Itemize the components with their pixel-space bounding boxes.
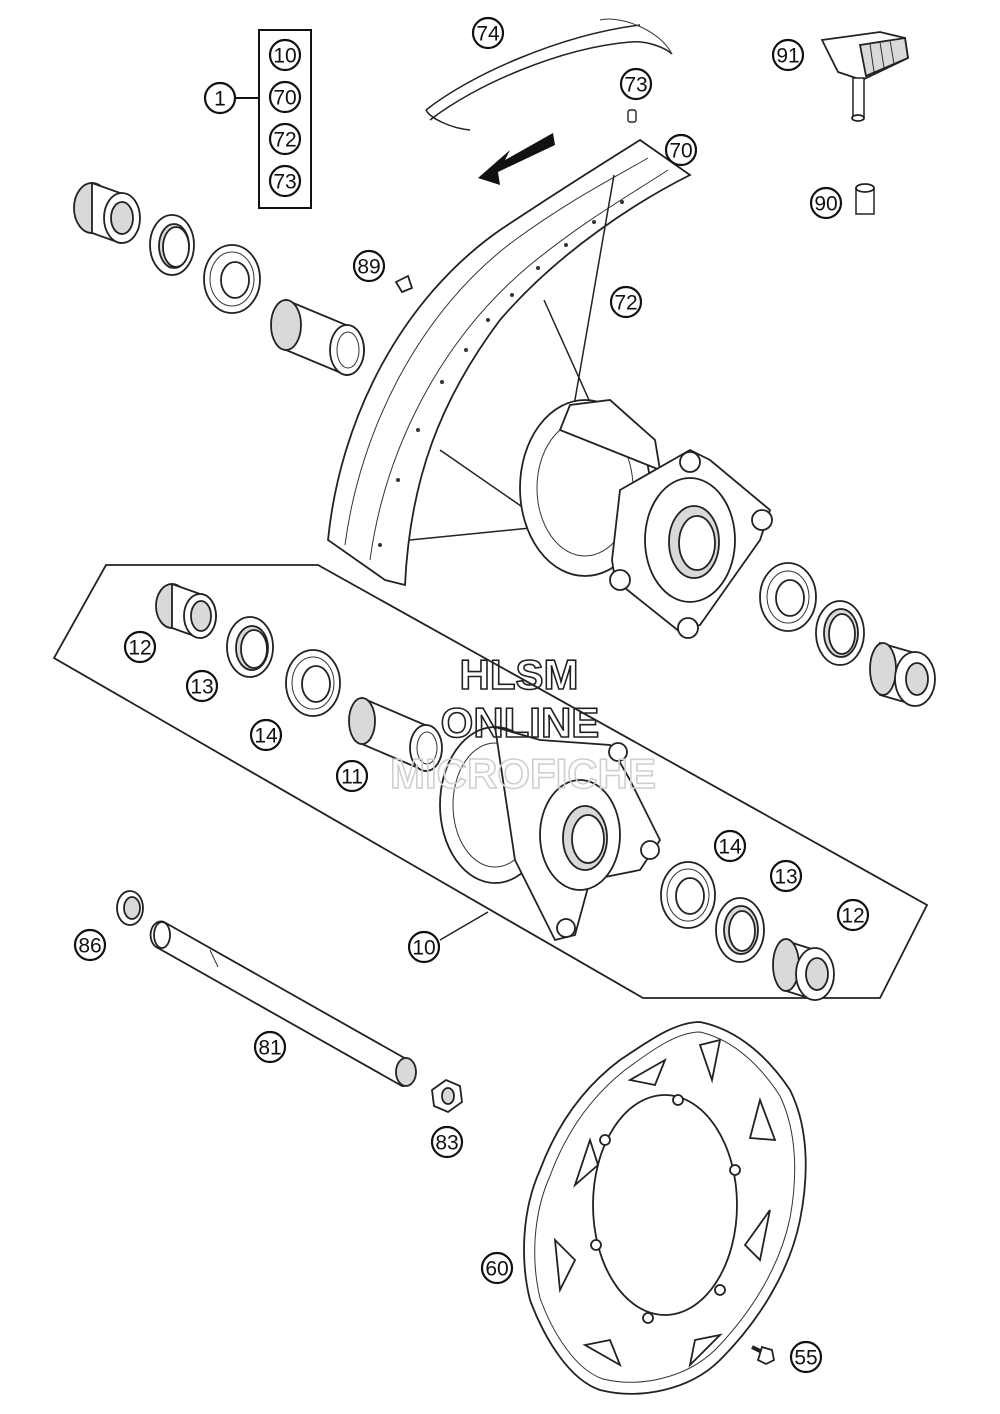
callout-10[interactable]: 10 <box>407 930 441 964</box>
callout-13-left[interactable]: 13 <box>185 669 219 703</box>
front-axle <box>149 920 417 1087</box>
rim-lock <box>820 31 909 122</box>
watermark-line3: MICROFICHE <box>390 750 656 797</box>
callout-90[interactable]: 90 <box>809 186 843 220</box>
callout-81[interactable]: 81 <box>253 1030 287 1064</box>
kit-item-73[interactable]: 73 <box>268 164 302 198</box>
lower-right-bearing-set <box>660 861 835 1001</box>
watermark-line2: ONLINE <box>441 699 600 746</box>
kit-item-10[interactable]: 10 <box>268 38 302 72</box>
rim-lock-nut <box>855 183 875 215</box>
kit-item-70[interactable]: 70 <box>268 80 302 114</box>
callout-73[interactable]: 73 <box>619 67 653 101</box>
callout-12-right[interactable]: 12 <box>836 898 870 932</box>
top-bearing-set <box>73 181 365 376</box>
svg-text:81: 81 <box>258 1037 281 1060</box>
svg-text:72: 72 <box>273 129 296 152</box>
callout-74[interactable]: 74 <box>471 16 505 50</box>
wheel-hub <box>439 725 662 942</box>
svg-text:12: 12 <box>128 637 151 660</box>
kit-box: 10 70 72 73 <box>236 29 312 209</box>
svg-text:60: 60 <box>485 1258 508 1281</box>
svg-text:10: 10 <box>273 45 296 68</box>
axle-spacer <box>116 890 144 926</box>
valve-core <box>627 109 637 123</box>
callout-91[interactable]: 91 <box>771 38 805 72</box>
callout-55[interactable]: 55 <box>789 1340 823 1374</box>
svg-text:83: 83 <box>435 1132 458 1155</box>
callout-83[interactable]: 83 <box>430 1125 464 1159</box>
callout-11[interactable]: 11 <box>335 759 369 793</box>
svg-text:89: 89 <box>357 256 380 279</box>
axle-nut <box>431 1078 463 1114</box>
upper-right-bearing-set <box>759 562 936 707</box>
watermark-line1: HLSM <box>460 651 579 698</box>
callout-89[interactable]: 89 <box>352 249 386 283</box>
svg-text:55: 55 <box>794 1347 817 1370</box>
svg-text:74: 74 <box>476 23 500 46</box>
svg-text:73: 73 <box>273 171 296 194</box>
callout-14-right[interactable]: 14 <box>713 829 747 863</box>
rim-tape <box>425 18 673 131</box>
svg-text:73: 73 <box>624 74 647 97</box>
svg-text:14: 14 <box>254 725 278 748</box>
leader-10 <box>439 911 489 941</box>
callout-70[interactable]: 70 <box>664 133 698 167</box>
callout-13-right[interactable]: 13 <box>769 859 803 893</box>
svg-text:90: 90 <box>814 193 837 216</box>
lower-left-bearing-set <box>155 582 443 772</box>
callout-14-left[interactable]: 14 <box>249 718 283 752</box>
svg-text:12: 12 <box>841 905 864 928</box>
assembled-hub <box>519 399 773 639</box>
kit-item-72[interactable]: 72 <box>268 122 302 156</box>
disc-bolt <box>751 1345 776 1366</box>
svg-text:70: 70 <box>273 87 296 110</box>
wheel-rim <box>327 138 692 587</box>
rotation-arrow-icon <box>478 133 555 185</box>
svg-text:10: 10 <box>412 937 435 960</box>
svg-text:14: 14 <box>718 836 742 859</box>
svg-text:13: 13 <box>774 866 797 889</box>
watermark: HLSM ONLINE MICROFICHE <box>389 650 657 798</box>
svg-text:1: 1 <box>214 88 226 111</box>
brake-disc <box>523 1021 807 1395</box>
hub-kit-outline <box>52 564 929 999</box>
spoke-nipple <box>394 274 414 294</box>
svg-text:11: 11 <box>341 766 363 789</box>
callout-12-left[interactable]: 12 <box>123 630 157 664</box>
callout-1[interactable]: 1 <box>203 81 237 115</box>
callout-86[interactable]: 86 <box>73 928 107 962</box>
callout-72[interactable]: 72 <box>609 285 643 319</box>
svg-text:91: 91 <box>776 45 799 68</box>
svg-text:13: 13 <box>190 676 213 699</box>
svg-text:72: 72 <box>614 292 637 315</box>
svg-text:70: 70 <box>669 140 692 163</box>
svg-text:86: 86 <box>78 935 101 958</box>
callout-60[interactable]: 60 <box>480 1251 514 1285</box>
